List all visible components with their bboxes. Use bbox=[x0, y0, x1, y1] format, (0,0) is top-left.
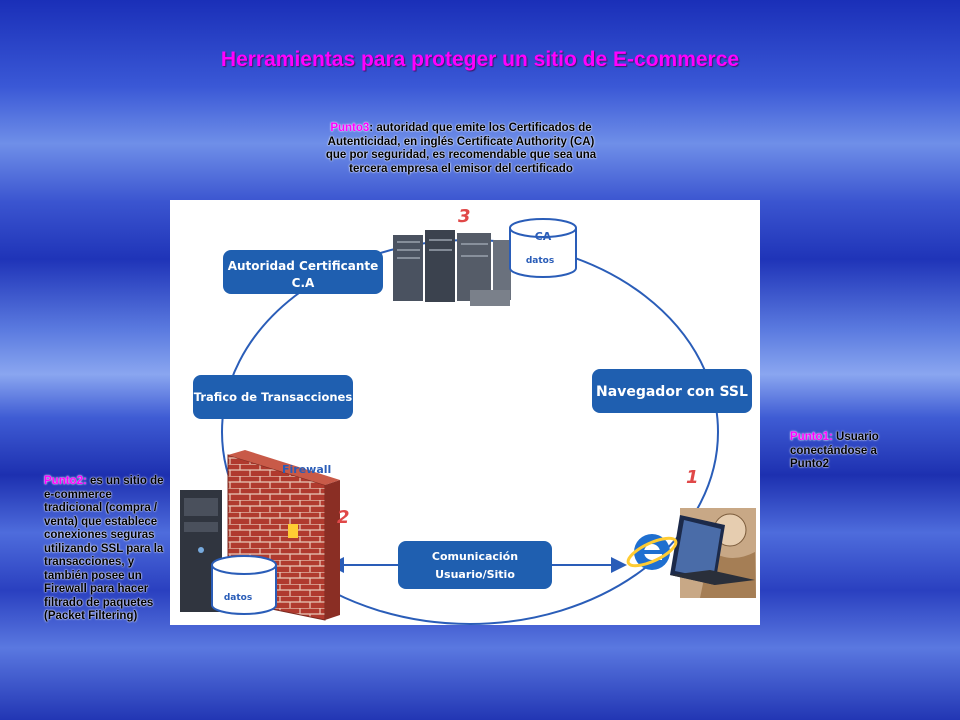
note-point3-key: Punto3 bbox=[330, 122, 370, 134]
note-point1-key: Punto1: bbox=[790, 431, 833, 443]
note-point2-key: Punto2: bbox=[44, 475, 87, 487]
internet-explorer-icon bbox=[626, 534, 678, 570]
ca-box-line2: C.A bbox=[292, 276, 315, 290]
note-point3: Punto3: autoridad que emite los Certific… bbox=[320, 122, 602, 176]
traffic-box: Trafico de Transacciones bbox=[193, 375, 353, 419]
browser-box-label: Navegador con SSL bbox=[596, 384, 748, 400]
note-point1: Punto1: Usuario conectándose a Punto2 bbox=[790, 431, 900, 472]
slide-title: Herramientas para proteger un sitio de E… bbox=[220, 48, 740, 71]
server-rack-icon bbox=[393, 230, 511, 306]
ca-authority-box: Autoridad Certificante C.A bbox=[223, 250, 383, 294]
comm-box-line1: Comunicación bbox=[432, 550, 518, 563]
ca-database-icon: CA datos bbox=[509, 218, 577, 278]
step-number-3: 3 bbox=[458, 206, 471, 227]
diagram-panel: Autoridad Certificante C.A Trafico de Tr… bbox=[170, 200, 760, 625]
step-number-2: 2 bbox=[337, 507, 350, 528]
browser-ssl-box: Navegador con SSL bbox=[592, 369, 752, 413]
db-site-label: datos bbox=[224, 593, 252, 603]
note-point2-text: es un sitio de e-commerce tradicional (c… bbox=[44, 475, 164, 622]
note-point1-text: Usuario conectándose a Punto2 bbox=[790, 431, 879, 470]
diagram-svg: Autoridad Certificante C.A Trafico de Tr… bbox=[180, 206, 756, 625]
traffic-box-label: Trafico de Transacciones bbox=[194, 390, 353, 404]
firewall-label: Firewall bbox=[282, 463, 331, 476]
user-laptop-icon bbox=[670, 508, 756, 598]
step-number-1: 1 bbox=[686, 467, 699, 488]
communication-box: Comunicación Usuario/Sitio bbox=[398, 541, 552, 589]
comm-box-line2: Usuario/Sitio bbox=[435, 568, 515, 581]
ca-box-line1: Autoridad Certificante bbox=[228, 259, 379, 273]
db-ca-sub: datos bbox=[526, 256, 554, 266]
site-database-icon: datos bbox=[211, 555, 277, 615]
note-point3-text: : autoridad que emite los Certificados d… bbox=[325, 122, 597, 175]
note-point2: Punto2: es un sitio de e-commerce tradic… bbox=[44, 475, 168, 624]
db-ca-label: CA bbox=[535, 230, 552, 243]
